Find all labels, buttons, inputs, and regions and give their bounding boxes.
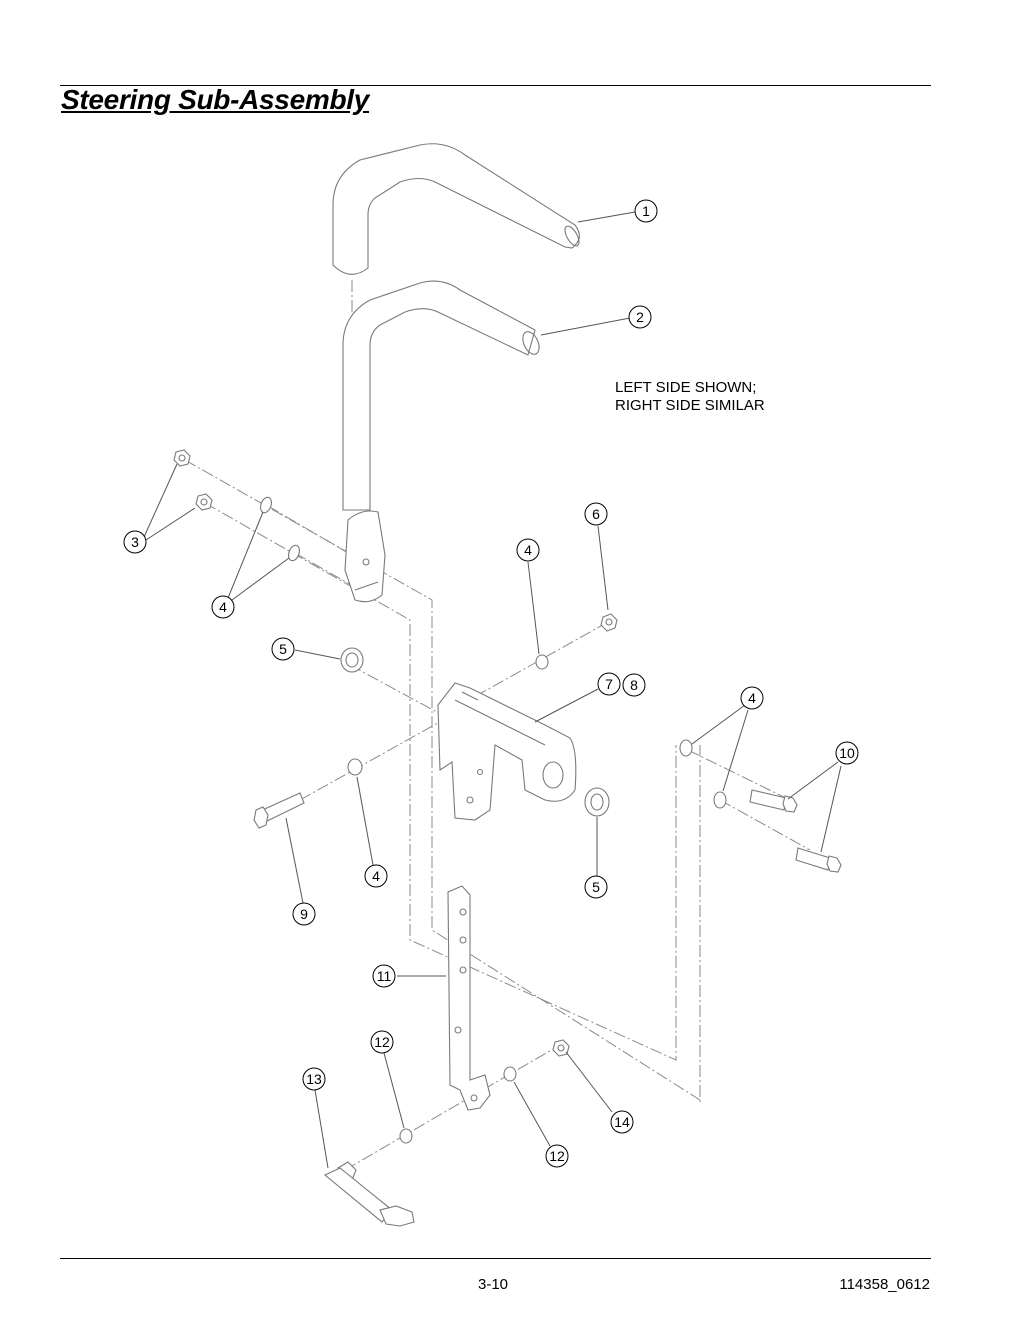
svg-text:12: 12 xyxy=(374,1034,390,1050)
callout-4c: 4 xyxy=(364,864,388,888)
side-note-line-2: RIGHT SIDE SIMILAR xyxy=(615,397,765,414)
callout-12a: 12 xyxy=(370,1030,394,1054)
svg-text:4: 4 xyxy=(524,542,532,558)
callout-4a: 4 xyxy=(211,595,235,619)
washer-part-4 xyxy=(260,496,727,809)
callout-9: 9 xyxy=(292,902,316,926)
svg-text:4: 4 xyxy=(372,868,380,884)
hex-nut-part-3 xyxy=(173,449,213,511)
page-number: 3-10 xyxy=(478,1276,509,1293)
top-rule xyxy=(60,85,931,86)
svg-text:2: 2 xyxy=(636,309,644,325)
svg-text:11: 11 xyxy=(377,968,392,984)
callout-10: 10 xyxy=(835,741,859,765)
pivot-bracket-part-7-8 xyxy=(437,682,577,821)
bolt-part-9 xyxy=(253,792,305,829)
svg-text:6: 6 xyxy=(592,506,600,522)
svg-text:1: 1 xyxy=(642,203,650,219)
callout-4d: 4 xyxy=(740,686,764,710)
callout-3: 3 xyxy=(123,530,147,554)
page-title: Steering Sub-Assembly xyxy=(61,84,370,115)
svg-text:4: 4 xyxy=(748,690,756,706)
callout-1: 1 xyxy=(634,199,658,223)
callout-5b: 5 xyxy=(584,875,608,899)
side-note-line-1: LEFT SIDE SHOWN; xyxy=(615,379,757,396)
callout-4b: 4 xyxy=(516,538,540,562)
bolt-part-10 xyxy=(749,789,842,873)
steering-arm-part-11 xyxy=(447,885,491,1111)
callout-8: 8 xyxy=(622,673,646,697)
steering-lever-part-2 xyxy=(342,280,540,603)
callout-7: 7 xyxy=(597,672,621,696)
svg-text:3: 3 xyxy=(131,534,139,550)
svg-text:10: 10 xyxy=(839,745,855,761)
svg-text:13: 13 xyxy=(306,1071,322,1087)
svg-text:9: 9 xyxy=(300,906,308,922)
svg-text:7: 7 xyxy=(605,676,613,692)
svg-text:4: 4 xyxy=(219,599,227,615)
callout-11: 11 xyxy=(372,964,396,988)
side-note: LEFT SIDE SHOWN; RIGHT SIDE SIMILAR xyxy=(615,379,765,415)
svg-text:8: 8 xyxy=(630,677,638,693)
handle-grip-part-1 xyxy=(332,143,580,275)
lock-nut-part-6 xyxy=(600,613,618,632)
linkage-rod-part-13 xyxy=(323,1161,415,1227)
leader-lines xyxy=(143,211,842,1169)
svg-text:5: 5 xyxy=(279,641,287,657)
callout-6: 6 xyxy=(584,502,608,526)
document-id: 114358_0612 xyxy=(839,1276,930,1293)
svg-text:5: 5 xyxy=(592,879,600,895)
callout-5a: 5 xyxy=(271,637,295,661)
bottom-rule xyxy=(60,1258,931,1259)
callout-12b: 12 xyxy=(545,1144,569,1168)
bushing-part-5 xyxy=(340,647,610,817)
callout-13: 13 xyxy=(302,1067,326,1091)
svg-text:14: 14 xyxy=(614,1114,630,1130)
washer-part-12 xyxy=(399,1066,517,1144)
callout-2: 2 xyxy=(628,305,652,329)
callout-14: 14 xyxy=(610,1110,634,1134)
svg-text:12: 12 xyxy=(549,1148,565,1164)
